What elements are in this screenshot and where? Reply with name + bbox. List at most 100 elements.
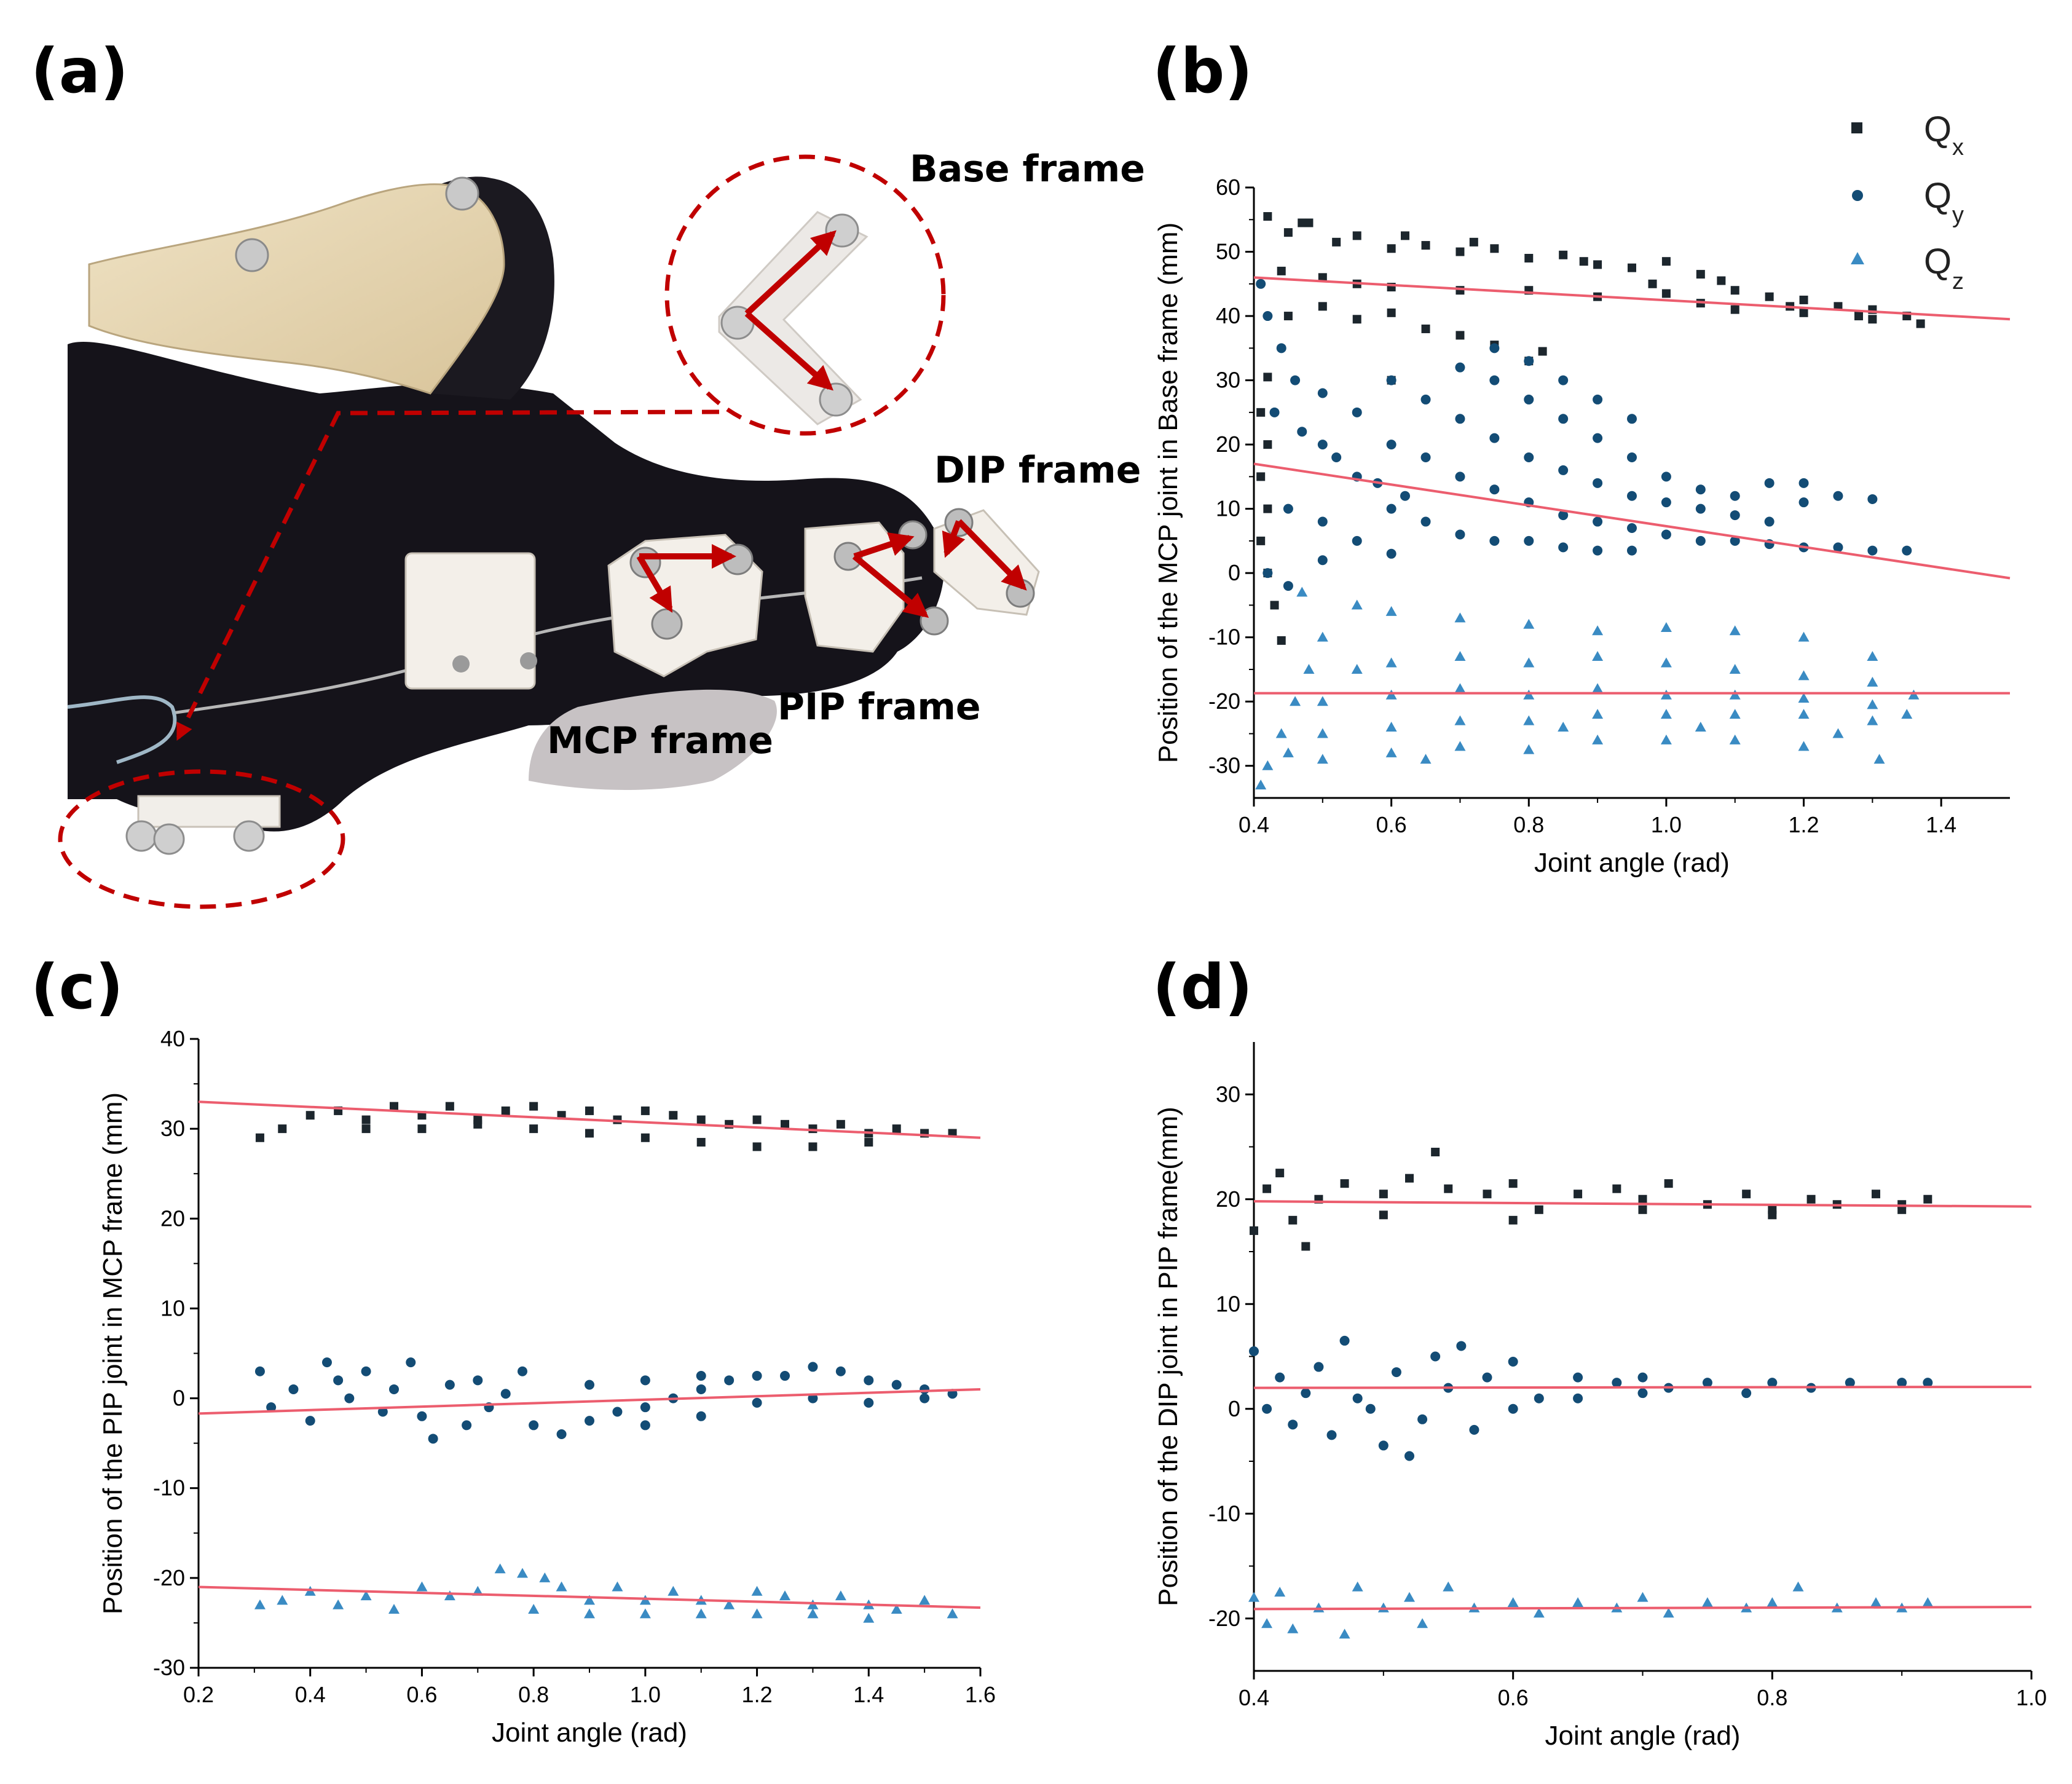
legend: Q x Q y Q z bbox=[1851, 109, 1964, 294]
point-qx bbox=[501, 1106, 510, 1115]
point-qy bbox=[1702, 1378, 1712, 1388]
point-qz bbox=[835, 1590, 846, 1601]
point-qy bbox=[1524, 356, 1534, 366]
point-qz bbox=[516, 1568, 528, 1578]
point-qz bbox=[891, 1604, 902, 1614]
point-qz bbox=[1443, 1581, 1454, 1592]
point-qz bbox=[1572, 1597, 1584, 1608]
point-qy bbox=[1420, 452, 1431, 463]
point-qz bbox=[254, 1599, 266, 1609]
point-qy bbox=[1627, 545, 1637, 556]
point-qy bbox=[361, 1366, 371, 1376]
point-qz bbox=[1454, 741, 1466, 751]
y-tick-label: -10 bbox=[153, 1475, 185, 1501]
point-qy bbox=[428, 1434, 438, 1444]
point-qy bbox=[1455, 414, 1465, 424]
point-qy bbox=[377, 1407, 388, 1417]
point-qz bbox=[1701, 1597, 1713, 1608]
point-qz bbox=[1351, 663, 1363, 674]
point-qz bbox=[1729, 663, 1741, 674]
point-qy bbox=[333, 1375, 344, 1386]
x-axis-label: Joint angle (rad) bbox=[1534, 848, 1730, 878]
point-qy bbox=[808, 1362, 818, 1372]
point-qz bbox=[1867, 699, 1878, 709]
point-qx bbox=[1387, 244, 1396, 253]
point-qz bbox=[1385, 606, 1397, 616]
point-qy bbox=[529, 1420, 539, 1431]
point-qx bbox=[1508, 1215, 1518, 1225]
point-qy bbox=[1593, 394, 1603, 405]
legend-circle-marker bbox=[1852, 190, 1863, 201]
point-qz bbox=[863, 1612, 875, 1623]
point-qy bbox=[1456, 1341, 1467, 1351]
point-qx bbox=[1612, 1184, 1621, 1193]
legend-qx-main: Q bbox=[1924, 109, 1952, 149]
point-qz bbox=[1282, 747, 1294, 757]
point-qz bbox=[1533, 1608, 1545, 1618]
point-qy bbox=[1730, 491, 1740, 501]
point-qx bbox=[640, 1106, 650, 1115]
point-qy bbox=[1482, 1372, 1492, 1383]
point-qy bbox=[1767, 1378, 1778, 1388]
point-qz bbox=[1317, 754, 1328, 764]
inset-connector bbox=[176, 409, 720, 741]
point-qz bbox=[1798, 692, 1810, 703]
point-qx bbox=[1456, 247, 1465, 256]
x-tick-label: 1.0 bbox=[2016, 1685, 2047, 1710]
point-qz bbox=[919, 1595, 931, 1605]
point-qy bbox=[612, 1407, 623, 1417]
series-qz bbox=[1255, 586, 1920, 790]
legend-item-qx: Q x bbox=[1851, 109, 1964, 160]
x-tick-label: 1.0 bbox=[630, 1682, 661, 1707]
base-plate-inset bbox=[58, 769, 345, 909]
point-qz bbox=[1454, 715, 1466, 725]
point-qy bbox=[473, 1375, 483, 1386]
point-qx bbox=[445, 1102, 454, 1111]
point-qz bbox=[1798, 709, 1810, 719]
panel-label-d: (d) bbox=[1152, 951, 1253, 1023]
point-qy bbox=[389, 1384, 399, 1394]
point-qy bbox=[1262, 1403, 1272, 1414]
panel-label-a: (a) bbox=[31, 35, 128, 107]
point-qx bbox=[1534, 1205, 1543, 1214]
point-qy bbox=[1386, 375, 1396, 385]
point-qy bbox=[835, 1366, 846, 1376]
point-qy bbox=[1276, 343, 1286, 353]
point-qx bbox=[1897, 1205, 1907, 1214]
point-qz bbox=[1663, 1608, 1674, 1618]
marker-splint-1 bbox=[235, 238, 269, 272]
point-qy bbox=[1290, 375, 1301, 385]
point-qx bbox=[1431, 1148, 1440, 1157]
point-qx bbox=[1263, 504, 1272, 513]
y-tick-label: 40 bbox=[160, 1026, 185, 1051]
point-qy bbox=[1558, 375, 1569, 385]
point-qx bbox=[1283, 312, 1293, 321]
point-qy bbox=[864, 1397, 874, 1408]
point-qy bbox=[1627, 452, 1637, 463]
point-qx bbox=[669, 1111, 678, 1120]
point-qy bbox=[1301, 1388, 1311, 1399]
actuator-screw-1 bbox=[452, 655, 470, 673]
point-qx bbox=[1263, 1184, 1272, 1193]
point-qz bbox=[1922, 1597, 1934, 1608]
point-qy bbox=[1695, 484, 1706, 495]
point-qx bbox=[1628, 263, 1636, 272]
point-qz bbox=[1454, 651, 1466, 661]
point-qy bbox=[1573, 1372, 1583, 1383]
x-tick-label: 1.0 bbox=[1651, 812, 1682, 837]
point-qx bbox=[1765, 292, 1774, 301]
point-qy bbox=[1317, 388, 1328, 398]
point-qz bbox=[1592, 625, 1604, 636]
point-qy bbox=[517, 1366, 527, 1376]
legend-qy-sub: y bbox=[1952, 202, 1964, 228]
point-qy bbox=[1845, 1378, 1855, 1388]
point-qy bbox=[724, 1375, 735, 1386]
fit-line-qx bbox=[1253, 1200, 2032, 1208]
x-tick-label: 0.2 bbox=[183, 1682, 214, 1707]
point-qy bbox=[696, 1371, 706, 1381]
point-qx bbox=[1923, 1194, 1932, 1204]
point-qz bbox=[1339, 1628, 1350, 1639]
point-qz bbox=[494, 1563, 506, 1574]
y-axis-label: Position of the DIP joint in PIP frame(m… bbox=[1153, 1107, 1183, 1606]
point-qz bbox=[1660, 657, 1672, 668]
